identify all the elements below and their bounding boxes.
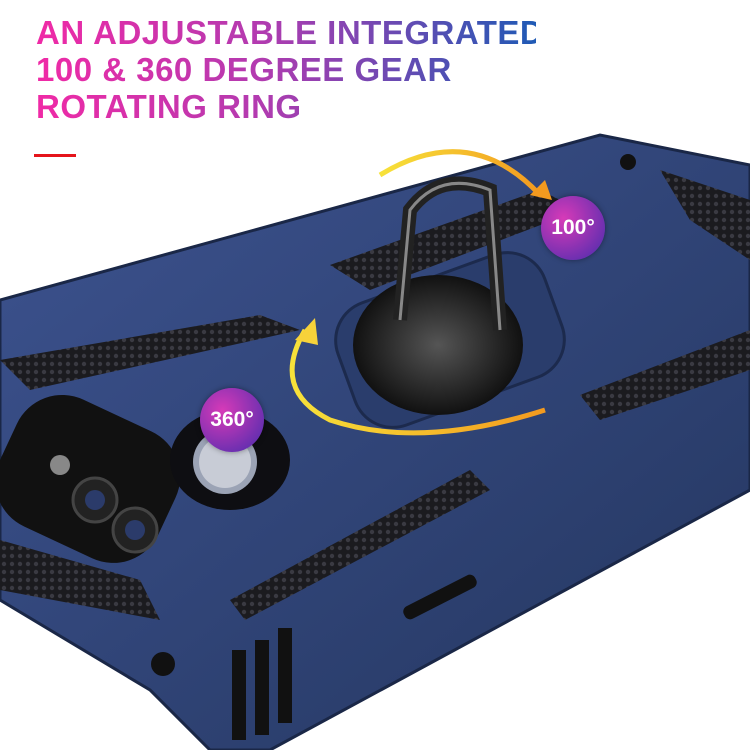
corner-screw (620, 154, 636, 170)
grip-left (0, 315, 300, 390)
arrow-360-head (295, 318, 318, 345)
side-button-cutout (403, 574, 477, 620)
grip-top-right (660, 170, 750, 260)
grip-right (580, 330, 750, 420)
bottom-ports (232, 628, 292, 740)
camera-module (0, 394, 181, 563)
arrow-360 (289, 328, 546, 436)
arrow-100-head (530, 180, 552, 200)
badge-360-degree: 360° (200, 388, 264, 452)
accent-line (34, 154, 76, 157)
badge-100-degree: 100° (541, 196, 605, 260)
grip-bottom-left (0, 540, 160, 620)
grip-top (330, 190, 580, 290)
arrow-100 (378, 149, 542, 197)
corner-screw (151, 652, 175, 676)
case-body (0, 133, 750, 750)
grip-bottom (230, 470, 490, 620)
ring-holder (353, 176, 523, 415)
